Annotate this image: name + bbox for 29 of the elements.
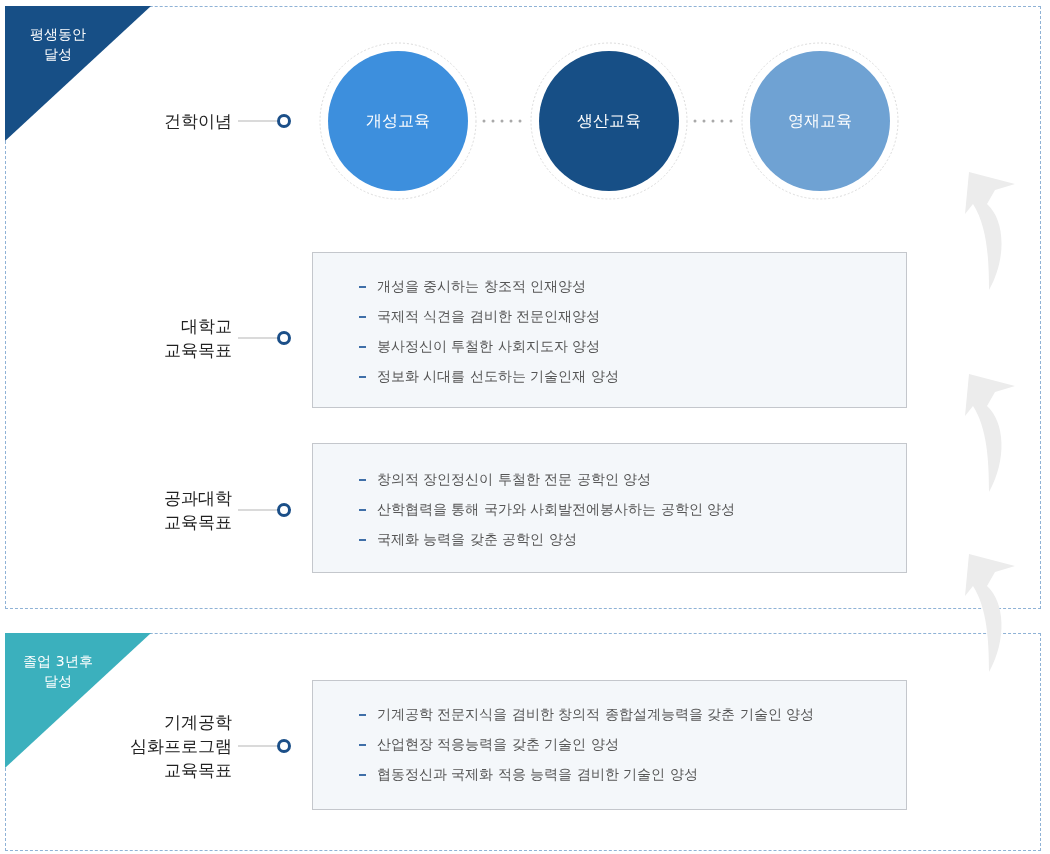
ring-marker xyxy=(277,503,291,517)
ring-marker xyxy=(277,331,291,345)
list-box xyxy=(312,443,907,573)
node-label: 대학교 교육목표 xyxy=(150,314,232,362)
list-item: 산업현장 적응능력을 갖춘 기술인 양성 xyxy=(359,734,619,754)
list-item: 창의적 장인정신이 투철한 전문 공학인 양성 xyxy=(359,469,652,489)
connector-line xyxy=(237,120,278,122)
list-item: 기계공학 전문지식을 겸비한 창의적 종합설계능력을 갖춘 기술인 양성 xyxy=(359,704,815,724)
connector-line xyxy=(237,745,278,747)
node-label: 기계공학 심화프로그램 교육목표 xyxy=(100,710,232,782)
list-item: 봉사정신이 투철한 사회지도자 양성 xyxy=(359,336,601,356)
list-item: 산학협력을 통해 국가와 사회발전에봉사하는 공학인 양성 xyxy=(359,499,736,519)
list-item: 개성을 중시하는 창조적 인재양성 xyxy=(359,276,587,296)
dashed-panel xyxy=(5,633,1041,851)
list-item: 정보화 시대를 선도하는 기술인재 양성 xyxy=(359,366,619,386)
ring-marker xyxy=(277,114,291,128)
badge-text: 평생동안 달성 xyxy=(29,25,87,64)
list-box xyxy=(312,252,907,408)
ring-marker xyxy=(277,739,291,753)
list-item: 국제화 능력을 갖춘 공학인 양성 xyxy=(359,529,577,549)
list-item: 국제적 식견을 겸비한 전문인재양성 xyxy=(359,306,601,326)
list-box xyxy=(312,680,907,810)
node-label: 공과대학 교육목표 xyxy=(140,486,232,534)
badge-text: 졸업 3년후 달성 xyxy=(22,652,94,691)
connector-line xyxy=(237,337,278,339)
node-label: 건학이념 xyxy=(120,109,232,133)
list-item: 협동정신과 국제화 적응 능력을 겸비한 기술인 양성 xyxy=(359,764,698,784)
connector-line xyxy=(237,509,278,511)
dashed-panel xyxy=(5,6,1041,609)
